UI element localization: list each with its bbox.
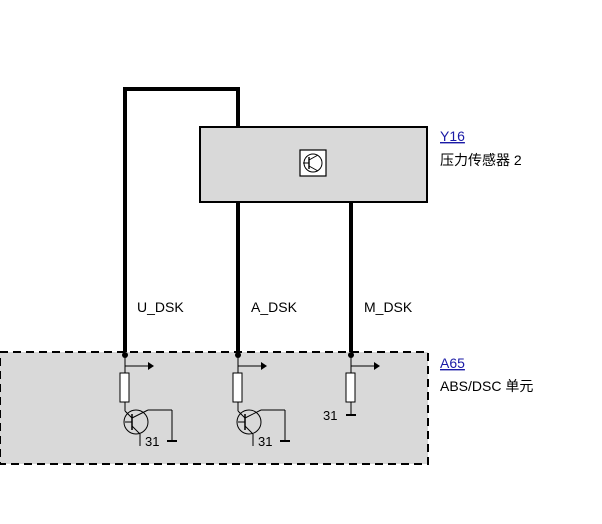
module-box [0,351,429,465]
internal-circuit-u-dsk [119,352,177,446]
sensor-ref-link[interactable]: Y16 [440,128,465,144]
sensor-name: 压力传感器 2 [440,152,522,168]
module-name: ABS/DSC 单元 [440,378,533,394]
transistor-2-icon [236,409,262,435]
internal-circuit-m-dsk [345,352,380,416]
wire-u-dsk [123,87,240,352]
module-ref-link[interactable]: A65 [440,355,465,371]
wire-label-u-dsk: U_DSK [137,299,184,315]
ground-label-3: 31 [323,408,337,423]
ground-label-2: 31 [258,434,272,449]
resistor-2 [232,372,243,403]
wire-label-m-dsk: M_DSK [364,299,413,315]
resistor-3 [345,372,356,403]
transistor-icon [299,149,327,177]
wire-label-a-dsk: A_DSK [251,299,298,315]
transistor-1-icon [123,409,149,435]
internal-circuit-a-dsk [232,352,290,446]
ground-label-1: 31 [145,434,159,449]
resistor-1 [119,372,130,403]
